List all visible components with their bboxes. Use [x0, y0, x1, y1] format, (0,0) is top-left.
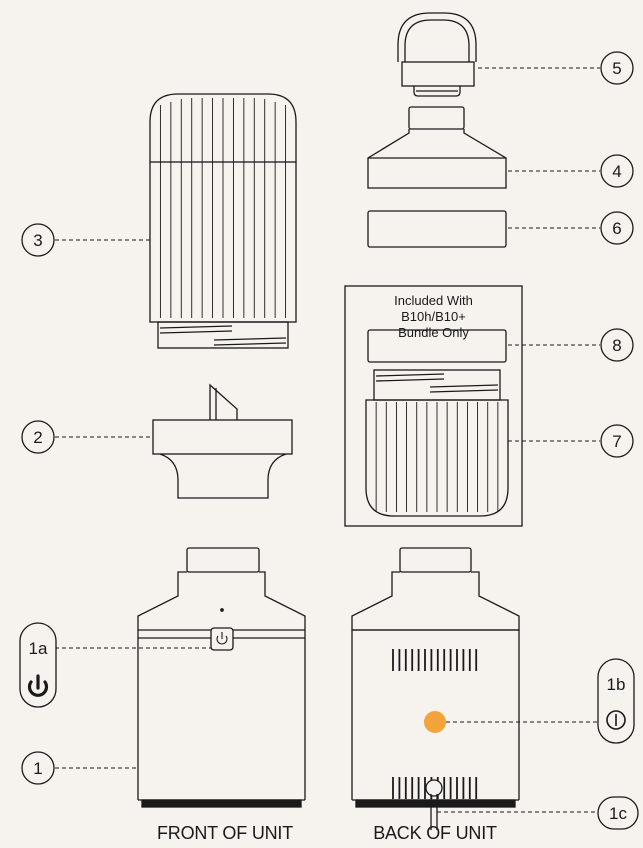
- part-4-funnel-lid: [368, 107, 506, 188]
- callout-1a-label: 1a: [29, 639, 48, 658]
- callout-1b-label: 1b: [607, 675, 626, 694]
- callout-3-label: 3: [33, 231, 42, 250]
- callout-6-label: 6: [612, 219, 621, 238]
- callout-5-label: 5: [612, 59, 621, 78]
- bundle-note-line-1: Included With: [347, 293, 520, 309]
- callout-1c-label: 1c: [609, 804, 627, 823]
- part-6-ring: [368, 211, 506, 247]
- callout-4-label: 4: [612, 162, 621, 181]
- callout-1-label: 1: [33, 759, 42, 778]
- callout-8-label: 8: [612, 336, 621, 355]
- bundle-note-line-2: B10h/B10+: [347, 309, 520, 325]
- callout-1b-pill: [598, 659, 634, 743]
- status-indicator: [424, 711, 446, 733]
- part-3-large-canister: [150, 94, 296, 348]
- part-7-small-canister: [366, 370, 508, 516]
- callout-2-label: 2: [33, 428, 42, 447]
- leader-lines: [55, 68, 600, 812]
- front-power-button[interactable]: [211, 628, 233, 650]
- back-unit-caption: BACK OF UNIT: [320, 823, 550, 844]
- back-base-unit: [352, 548, 519, 830]
- callout-7-label: 7: [612, 432, 621, 451]
- front-base-unit: [138, 548, 305, 807]
- bundle-note-line-3: Bundle Only: [347, 325, 520, 341]
- front-unit-caption: FRONT OF UNIT: [110, 823, 340, 844]
- bundle-note: Included With B10h/B10+ Bundle Only: [347, 293, 520, 341]
- part-2-blade-hopper: [153, 385, 292, 498]
- part-5-handle-cap: [398, 13, 476, 96]
